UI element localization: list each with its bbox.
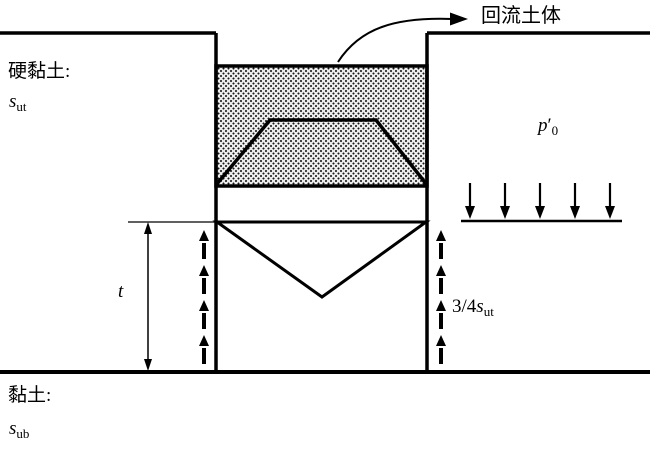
down-arrowhead-icon — [535, 206, 545, 219]
backfill-block-border — [214, 64, 429, 188]
up-arrowhead-icon — [199, 265, 209, 276]
up-arrowhead-icon — [436, 230, 446, 241]
down-arrowhead-icon — [570, 206, 580, 219]
up-arrowhead-icon — [199, 335, 209, 346]
down-arrowhead-icon — [605, 206, 615, 219]
soft-clay-label: 黏土: — [8, 385, 52, 406]
adhesion-sub: ut — [483, 304, 494, 319]
surcharge-base: p — [538, 115, 548, 136]
soft-clay-symbol: sub — [9, 418, 30, 441]
hard-clay-symbol-base: s — [9, 91, 17, 112]
pressure-triangle — [212, 220, 431, 299]
surcharge-arrows — [461, 183, 622, 223]
soft-clay-symbol-sub: ub — [16, 426, 30, 441]
adhesion-base: s — [476, 296, 484, 317]
hard-clay-label: 硬黏土: — [8, 61, 71, 82]
down-arrowhead-icon — [465, 206, 475, 219]
up-arrowhead-icon — [436, 265, 446, 276]
adhesion-label: 3/4sut — [452, 296, 494, 319]
up-arrowhead-icon — [199, 300, 209, 311]
backfill-trapezoid — [214, 118, 429, 187]
surcharge-prime: ′ — [547, 115, 552, 136]
depth-arrowhead-bottom-icon — [144, 359, 152, 371]
hard-clay-symbol: sut — [9, 91, 27, 114]
leader-curve — [337, 17, 453, 63]
leader-arrowhead-icon — [450, 12, 468, 26]
depth-dimension-arrow — [144, 222, 152, 371]
up-arrowhead-icon — [436, 300, 446, 311]
depth-arrowhead-top-icon — [144, 222, 152, 234]
surcharge-label: p′0 — [538, 115, 559, 138]
soft-clay-symbol-base: s — [9, 418, 17, 439]
adhesion-arrows-left — [199, 230, 209, 364]
hard-clay-symbol-sub: ut — [16, 99, 27, 114]
up-arrowhead-icon — [199, 230, 209, 241]
surcharge-sub: 0 — [551, 123, 559, 138]
backfill-soil-label: 回流土体 — [481, 5, 561, 27]
down-arrowhead-icon — [500, 206, 510, 219]
up-arrowhead-icon — [436, 335, 446, 346]
backfill-leader-arrow — [337, 12, 468, 63]
trench-depth-label: t — [118, 281, 124, 302]
adhesion-arrows-right — [436, 230, 446, 364]
adhesion-prefix: 3/4 — [452, 296, 477, 317]
backfill-stipple-texture — [216, 66, 427, 186]
